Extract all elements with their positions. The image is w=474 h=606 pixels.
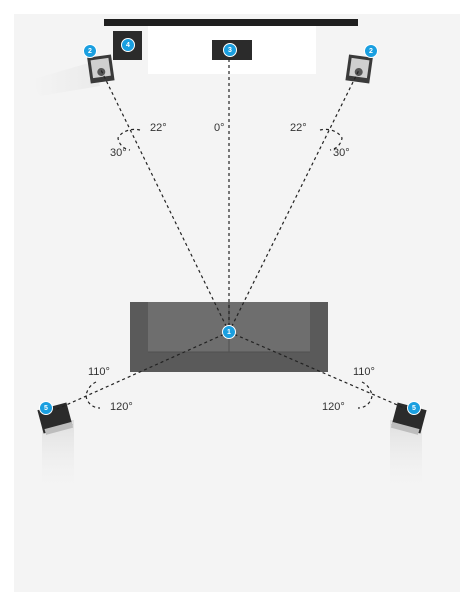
angle-center: 0° — [214, 122, 225, 134]
badge-subwoofer: 4 — [121, 38, 135, 52]
badge-surround-right: 5 — [407, 401, 421, 415]
badge-front-left: 2 — [83, 44, 97, 58]
angle-front-left-inner: 22° — [150, 122, 167, 134]
badge-surround-left: 5 — [39, 401, 53, 415]
arc-front-left — [117, 128, 141, 151]
angle-front-left-outer: 30° — [110, 147, 127, 159]
angle-front-right-inner: 22° — [290, 122, 307, 134]
badge-center: 3 — [223, 43, 237, 57]
angle-surround-right-inner: 110° — [353, 366, 375, 378]
front-left-speaker — [87, 54, 115, 84]
angle-surround-right-outer: 120° — [322, 401, 345, 413]
line-surround-left — [54, 331, 230, 411]
badge-listener: 1 — [222, 325, 236, 339]
tv-screen — [104, 19, 358, 26]
front-right-speaker — [345, 54, 373, 84]
line-front-left — [100, 69, 230, 333]
arc-surround-right — [357, 381, 373, 409]
badge-front-right: 2 — [364, 44, 378, 58]
line-surround-right — [228, 331, 410, 411]
arc-front-right — [319, 128, 343, 151]
line-front-right — [228, 69, 360, 333]
angle-surround-left-inner: 110° — [88, 366, 110, 378]
arc-surround-left — [85, 381, 101, 409]
sight-lines — [54, 52, 410, 411]
angle-surround-left-outer: 120° — [110, 401, 133, 413]
angle-front-right-outer: 30° — [333, 147, 350, 159]
